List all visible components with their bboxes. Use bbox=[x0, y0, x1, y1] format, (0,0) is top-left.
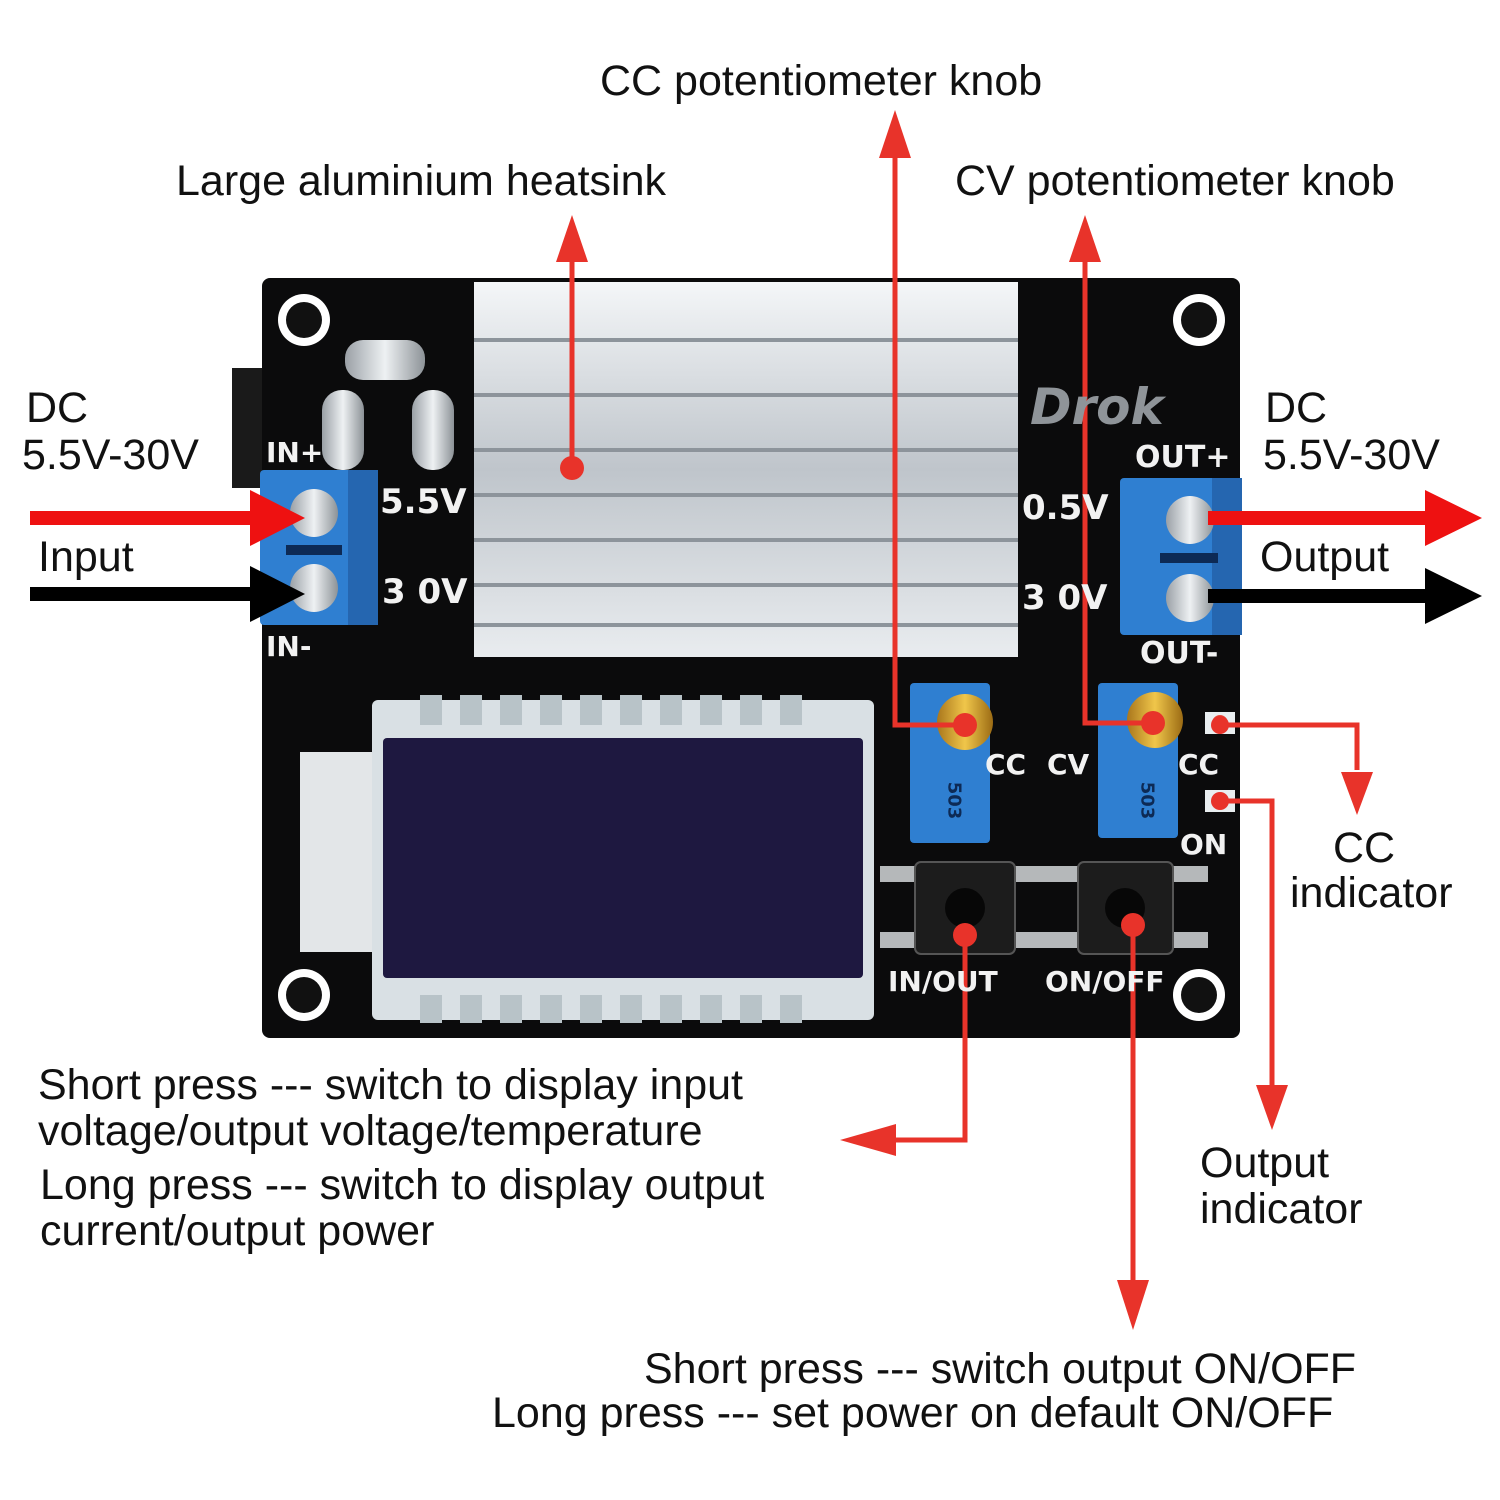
brand-logo: Drok bbox=[1030, 378, 1164, 436]
inout-callout-4: current/output power bbox=[40, 1207, 435, 1255]
out-plus-label: OUT+ bbox=[1135, 440, 1231, 475]
lcd-display bbox=[300, 695, 874, 1023]
inout-silk: IN/OUT bbox=[888, 965, 998, 998]
in-range-bottom: 3 0V bbox=[382, 572, 468, 612]
output-label: Output bbox=[1260, 533, 1390, 581]
out-range-bottom: 3 0V bbox=[1022, 578, 1108, 618]
leader-arrowheads bbox=[556, 110, 1373, 1330]
heatsink bbox=[474, 282, 1018, 657]
cc-silk: CC bbox=[985, 748, 1027, 781]
cv-knob-callout: CV potentiometer knob bbox=[955, 157, 1395, 205]
inout-callout-3: Long press --- switch to display output bbox=[40, 1161, 765, 1209]
inout-callout-2: voltage/output voltage/temperature bbox=[38, 1107, 703, 1155]
inout-callout-1: Short press --- switch to display input bbox=[38, 1061, 743, 1109]
input-terminal bbox=[260, 470, 378, 625]
out-minus-label: OUT- bbox=[1140, 636, 1219, 671]
output-terminal bbox=[1120, 478, 1242, 635]
cv-silk: CV bbox=[1047, 748, 1090, 781]
components-top-left bbox=[322, 340, 454, 470]
output-indicator-callout-2: indicator bbox=[1200, 1185, 1363, 1233]
output-arrows bbox=[1208, 490, 1482, 624]
out-range-top: 0.5V bbox=[1022, 488, 1109, 528]
cc-indicator-callout-1: CC bbox=[1333, 824, 1396, 872]
on-led-silk: ON bbox=[1180, 828, 1228, 861]
input-label: Input bbox=[38, 533, 134, 581]
in-minus-label: IN- bbox=[266, 630, 312, 663]
in-range-top: 5.5V bbox=[380, 482, 467, 522]
input-dc-label: DC bbox=[26, 384, 89, 432]
output-dc-label: DC bbox=[1265, 384, 1328, 432]
cv-pot-code: 503 bbox=[1136, 781, 1158, 820]
leader-lines bbox=[569, 140, 1360, 1283]
input-range-label: 5.5V-30V bbox=[22, 431, 199, 479]
input-arrows bbox=[30, 490, 305, 622]
cc-pot-code: 503 bbox=[943, 781, 965, 820]
cc-led-silk: CC bbox=[1178, 748, 1220, 781]
in-plus-label: IN+ bbox=[266, 436, 324, 469]
cc-indicator-callout-2: indicator bbox=[1290, 869, 1453, 917]
cc-knob-callout: CC potentiometer knob bbox=[600, 57, 1043, 105]
onoff-callout-2: Long press --- set power on default ON/O… bbox=[492, 1389, 1334, 1437]
output-range-label: 5.5V-30V bbox=[1263, 431, 1440, 479]
onoff-callout-1: Short press --- switch output ON/OFF bbox=[644, 1345, 1357, 1393]
heatsink-callout: Large aluminium heatsink bbox=[176, 157, 666, 205]
onoff-silk: ON/OFF bbox=[1045, 965, 1165, 998]
output-indicator-callout-1: Output bbox=[1200, 1139, 1330, 1187]
